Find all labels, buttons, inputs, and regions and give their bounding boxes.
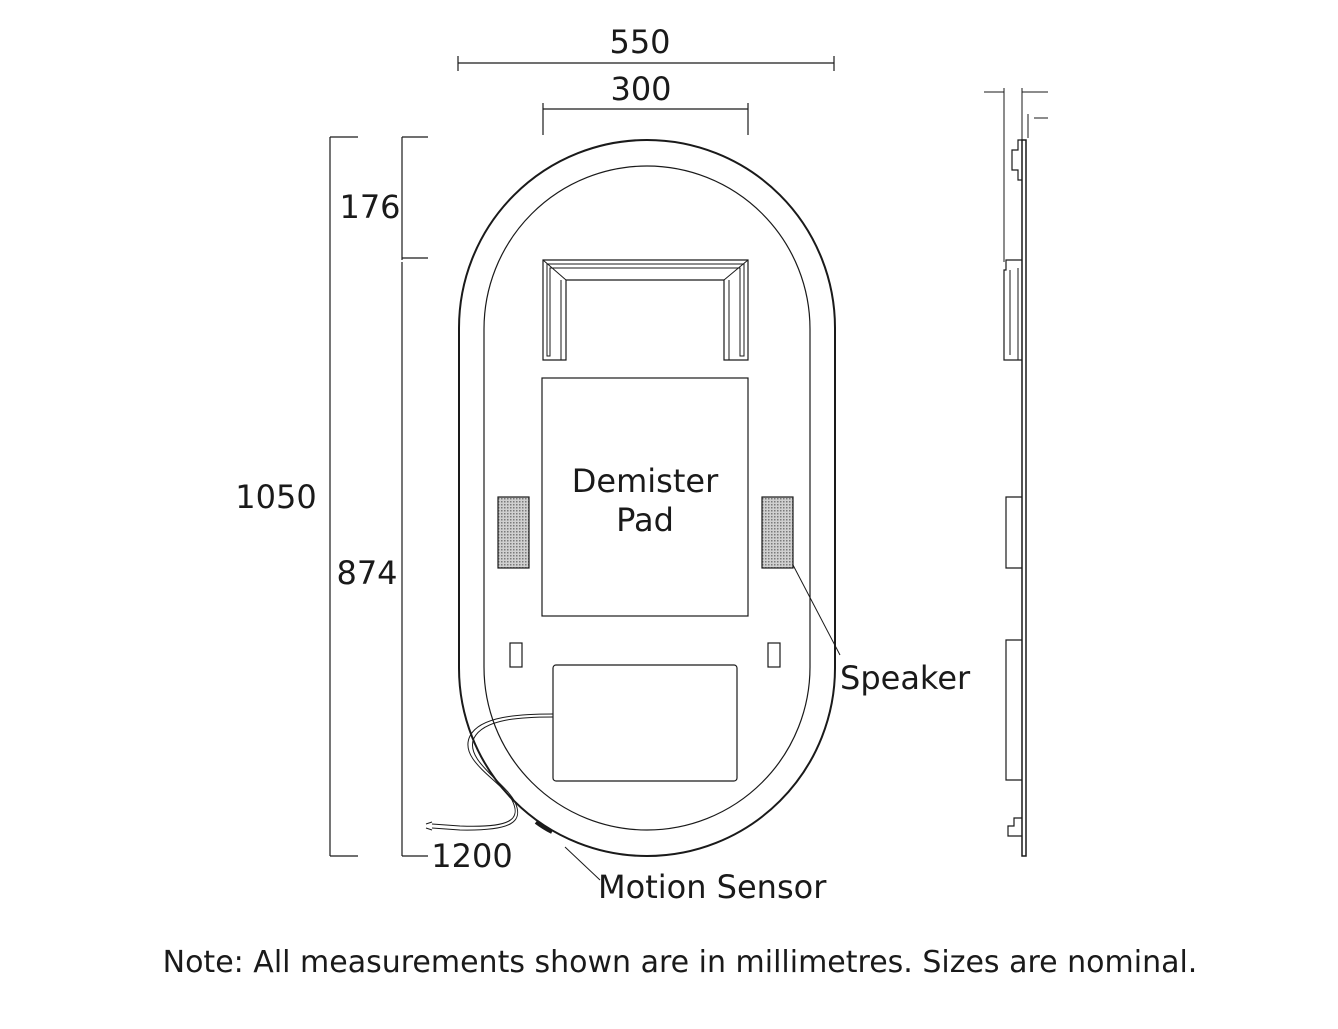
width-300-dimension: 300 xyxy=(542,70,749,135)
speaker-leader-line xyxy=(792,564,841,656)
motion-sensor-label: Motion Sensor xyxy=(598,868,827,906)
mirror-side-view xyxy=(984,88,1048,857)
demister-label-line1: Demister xyxy=(572,462,719,500)
speaker-left xyxy=(497,496,530,569)
speaker-label: Speaker xyxy=(840,659,971,697)
dimension-label-1050: 1050 xyxy=(235,478,316,516)
dimension-label-874: 874 xyxy=(336,554,397,592)
hanging-bracket xyxy=(542,259,749,361)
dimension-label-176: 176 xyxy=(339,188,400,226)
driver-box xyxy=(552,664,738,782)
height-874-dimension: 874 xyxy=(336,262,428,857)
mirror-front-view: Demister Pad 1200 xyxy=(425,139,836,875)
height-1050-dimension: 1050 xyxy=(235,136,358,857)
motion-sensor xyxy=(534,820,553,834)
motion-sensor-leader-line xyxy=(564,846,601,881)
height-176-dimension: 176 xyxy=(339,136,428,260)
mirror-outline xyxy=(458,139,836,857)
dimension-label-550: 550 xyxy=(609,23,670,61)
cable-length-label: 1200 xyxy=(431,837,512,875)
mirror-inner-frame xyxy=(483,165,811,831)
measurement-note: Note: All measurements shown are in mill… xyxy=(163,945,1198,980)
mounting-clip-left xyxy=(509,642,523,668)
demister-pad xyxy=(541,377,749,617)
demister-label-line2: Pad xyxy=(616,501,674,539)
speaker-right xyxy=(761,496,794,569)
width-550-dimension: 550 xyxy=(457,23,835,71)
dimension-label-300: 300 xyxy=(610,70,671,108)
mounting-clip-right xyxy=(767,642,781,668)
power-cable xyxy=(431,713,554,827)
